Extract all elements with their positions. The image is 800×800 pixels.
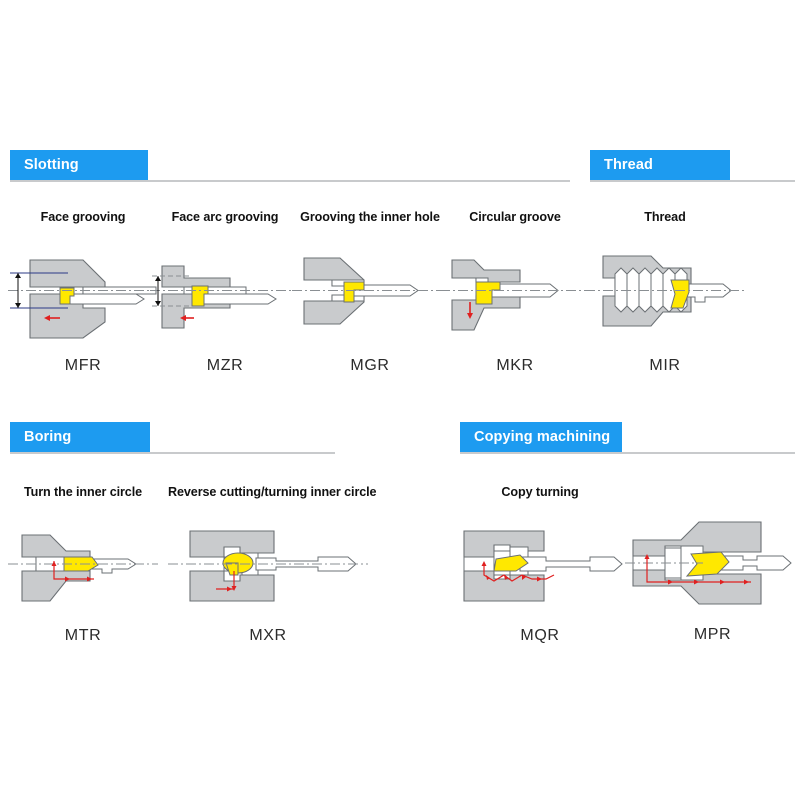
figure-turn-inner-circle (8, 513, 158, 613)
item-code-mpr: MPR (693, 626, 732, 643)
path-arrowheads (481, 561, 542, 582)
figure-copy-turning-mpr (625, 512, 800, 612)
item-code-mxr: MXR (249, 627, 287, 644)
section-banner-thread: Thread (590, 150, 730, 180)
section-copying-machining: Copying machining (460, 422, 795, 456)
item-code-mfr: MFR (64, 357, 102, 374)
item-mqr: Copy turning (450, 485, 630, 645)
item-mpr: MPR (625, 512, 800, 644)
item-mxr: Reverse cutting/turning inner circle (168, 485, 377, 645)
item-caption-mkr: Circular groove (469, 210, 561, 224)
feed-arrow (467, 302, 473, 319)
section-rule-slotting (10, 180, 570, 182)
section-rule-boring (10, 452, 335, 454)
item-mtr: Turn the inner circle (8, 485, 158, 645)
item-caption-mir: Thread (644, 210, 686, 224)
section-thread: Thread (590, 150, 795, 184)
path-arrowheads (51, 561, 92, 582)
section-banner-row-thread: Thread (590, 150, 795, 184)
section-banner-row-boring: Boring (10, 422, 335, 456)
figure-inner-hole-grooving (292, 238, 448, 343)
item-code-mtr: MTR (64, 627, 102, 644)
item-caption-mxr: Reverse cutting/turning inner circle (168, 485, 377, 499)
tool-path (53, 561, 94, 580)
item-mir: Thread (585, 210, 745, 375)
figure-copy-turning-mqr (450, 513, 630, 613)
section-banner-boring: Boring (10, 422, 150, 452)
tool-path (646, 556, 751, 583)
item-mgr: Grooving the inner hole MGR (292, 210, 448, 375)
item-code-mzr: MZR (206, 357, 244, 374)
section-rule-copying-machining (460, 452, 795, 454)
figure-reverse-cutting (168, 513, 368, 613)
item-code-mir: MIR (649, 357, 681, 374)
section-banner-copying-machining: Copying machining (460, 422, 622, 452)
section-rule-thread (590, 180, 795, 182)
item-mzr: Face arc grooving (150, 210, 300, 375)
item-caption-mtr: Turn the inner circle (23, 485, 143, 499)
item-code-mqr: MQR (520, 627, 560, 644)
item-caption-mfr: Face grooving (40, 210, 126, 224)
section-slotting: Slotting (10, 150, 580, 184)
figure-face-arc-grooving (150, 238, 300, 343)
feed-arrow (180, 315, 194, 321)
item-code-mgr: MGR (350, 357, 390, 374)
section-boring: Boring (10, 422, 335, 456)
item-mkr: Circular groove MKR (440, 210, 590, 375)
item-caption-mqr: Copy turning (501, 485, 579, 499)
path-arrowheads (644, 554, 749, 585)
section-banner-row-slotting: Slotting (10, 150, 580, 184)
feed-arrow (44, 315, 60, 321)
section-banner-slotting: Slotting (10, 150, 148, 180)
figure-circular-groove (440, 238, 590, 343)
item-mfr: Face grooving (8, 210, 158, 375)
figure-face-grooving (8, 238, 158, 343)
item-caption-mzr: Face arc grooving (171, 210, 279, 224)
figure-thread (585, 238, 745, 343)
path-arrowheads (227, 586, 237, 592)
item-caption-mgr: Grooving the inner hole (300, 210, 440, 224)
section-banner-row-copying-machining: Copying machining (460, 422, 795, 456)
item-code-mkr: MKR (496, 357, 534, 374)
